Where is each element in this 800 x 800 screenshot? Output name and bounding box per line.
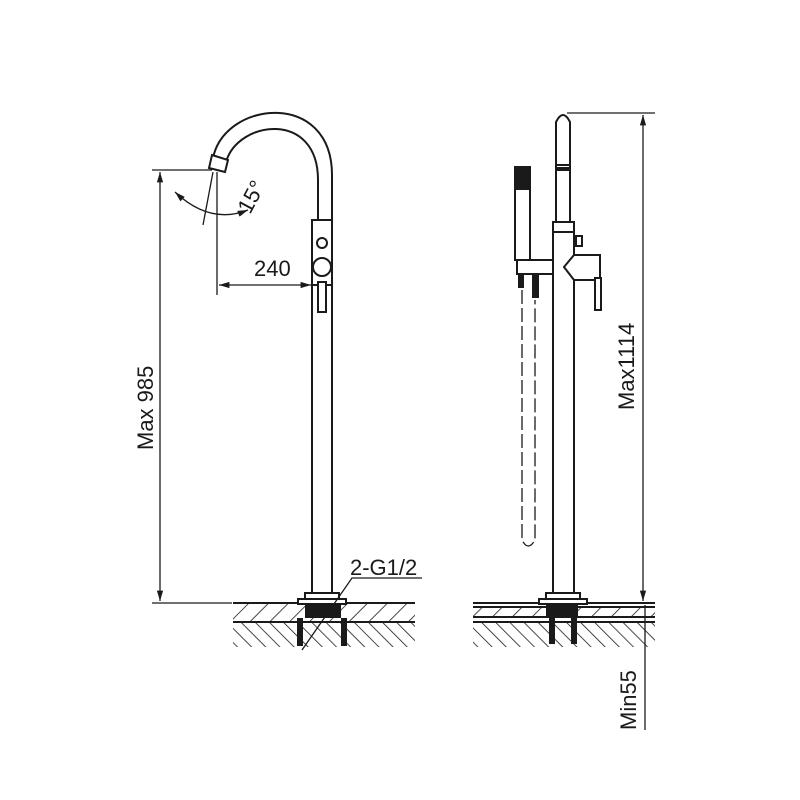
diverter-knob xyxy=(575,235,583,247)
handle-lever xyxy=(594,277,602,311)
handle-lever xyxy=(317,281,327,313)
diverter-button xyxy=(316,237,328,249)
faucet-with-hand-shower-side-view xyxy=(514,114,602,644)
freestanding-faucet-side-view xyxy=(207,111,347,646)
angle-label: 15° xyxy=(232,176,270,217)
shower-hose xyxy=(521,290,536,547)
base-flange xyxy=(297,598,347,605)
mixer-knob xyxy=(312,257,332,277)
shower-holder xyxy=(516,259,554,275)
floor-section-right xyxy=(473,602,655,647)
dimensions-right xyxy=(567,112,655,730)
inlet-thread-label: 2-G1/2 xyxy=(350,555,417,580)
body-column xyxy=(552,221,575,594)
right-height-label: Max1114 xyxy=(614,323,639,410)
base-flange xyxy=(538,598,588,605)
dimensions-left xyxy=(152,169,422,651)
reach-label: 240 xyxy=(254,256,291,281)
min-depth-label: Min55 xyxy=(616,670,641,730)
left-height-label: Max 985 xyxy=(133,366,158,450)
mounting-bracket xyxy=(305,604,341,618)
spout-nozzle xyxy=(207,153,230,174)
mixer-body xyxy=(562,254,601,281)
